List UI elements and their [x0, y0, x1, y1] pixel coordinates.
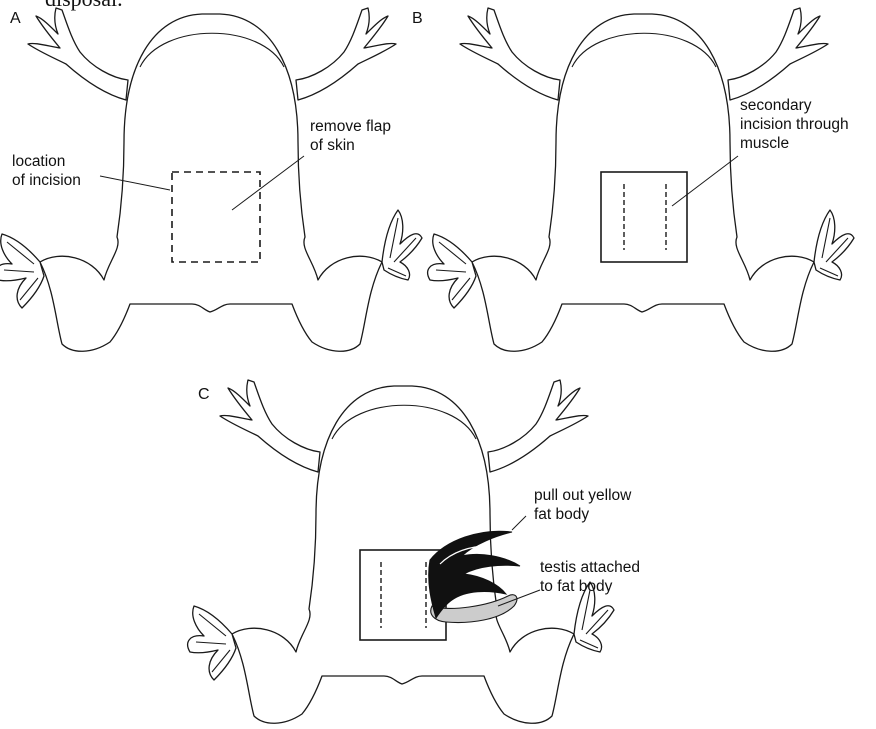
panel-letter-b: B — [412, 10, 423, 27]
panel-c: C pull out yellow fat body testis attach… — [188, 380, 645, 723]
panel-a: A location of incision remove flap of sk… — [0, 8, 422, 351]
frog-outline-c — [188, 380, 614, 723]
label-remove-flap: remove flap of skin — [310, 118, 395, 154]
panel-letter-a: A — [10, 10, 21, 27]
panel-letter-c: C — [198, 386, 210, 403]
label-pull-out-fat: pull out yellow fat body — [534, 487, 636, 523]
label-location-of-incision: location of incision — [12, 153, 81, 189]
frog-outline-b — [428, 8, 854, 351]
label-secondary-incision: secondary incision through muscle — [740, 97, 853, 152]
label-testis-attached: testis attached to fat body — [540, 559, 644, 595]
leader-fat-body — [512, 516, 526, 530]
panel-b: B secondary incision through muscle — [412, 8, 854, 351]
